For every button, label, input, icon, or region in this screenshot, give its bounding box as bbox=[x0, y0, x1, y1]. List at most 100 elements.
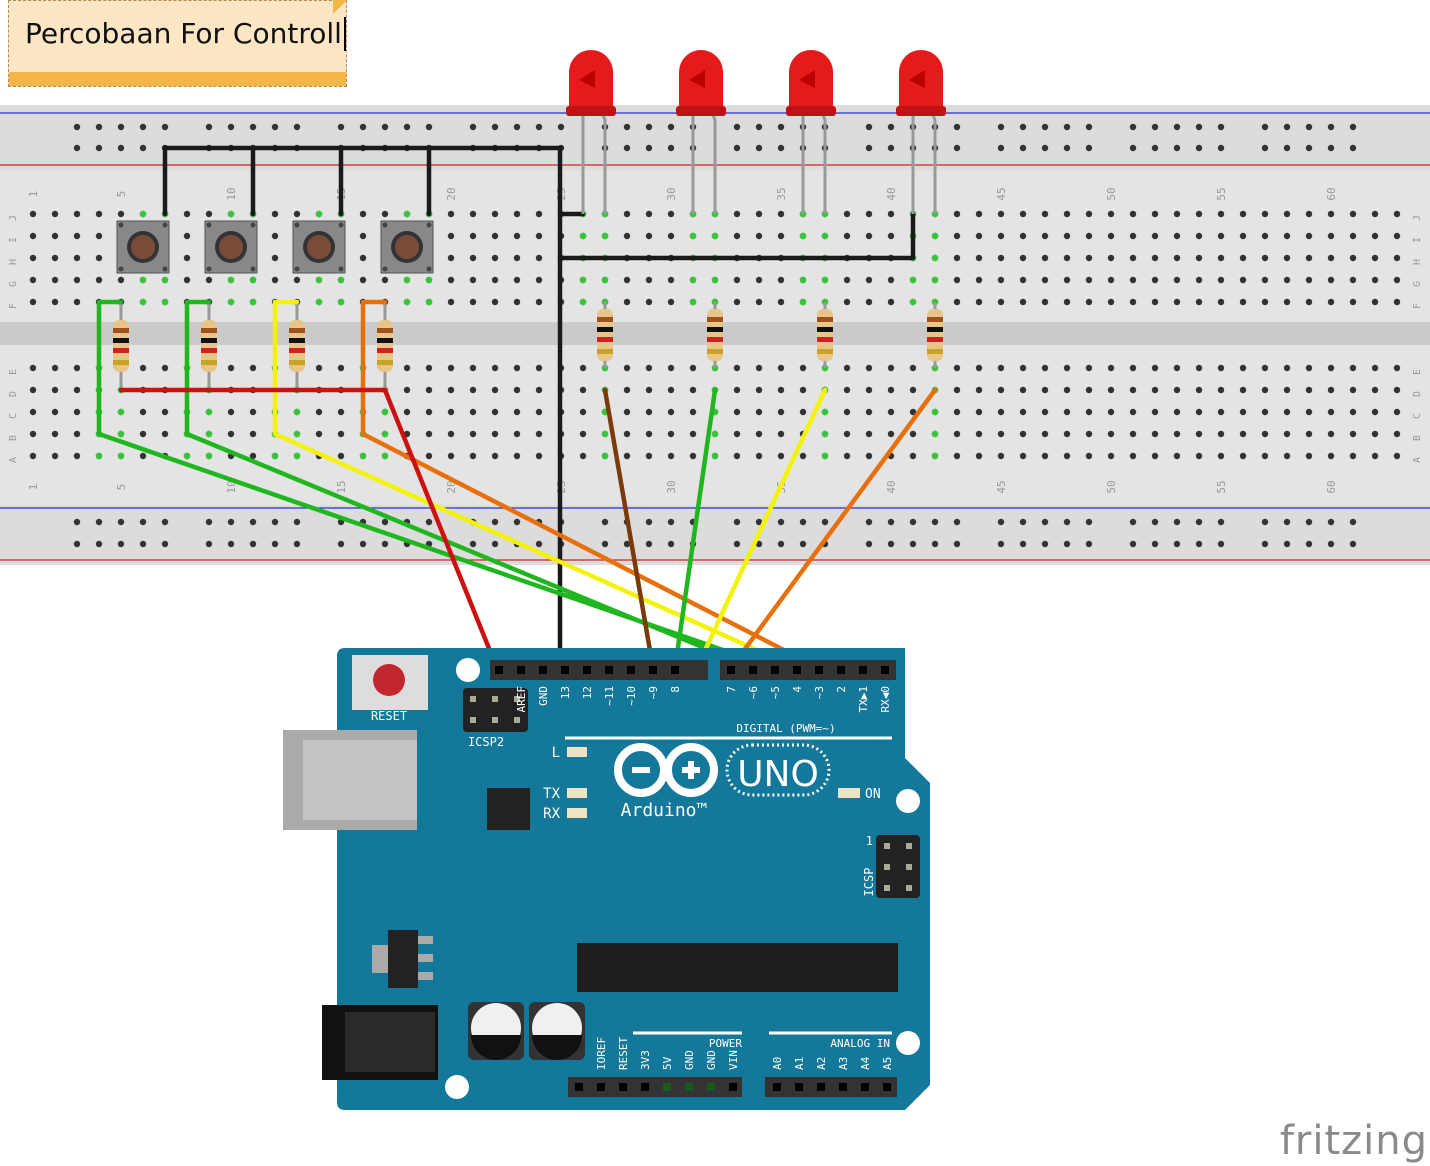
terminal-hole bbox=[1261, 276, 1269, 284]
wire-green-button1[interactable] bbox=[96, 299, 778, 671]
terminal-hole bbox=[623, 386, 631, 394]
power-pin bbox=[619, 1083, 627, 1091]
terminal-hole bbox=[865, 210, 873, 218]
digital-pin-label: ~6 bbox=[747, 686, 760, 699]
connected-hole bbox=[337, 276, 345, 284]
wire-green-led2[interactable] bbox=[672, 387, 718, 671]
terminal-hole bbox=[183, 254, 191, 262]
wire-brown-led1[interactable] bbox=[602, 387, 656, 671]
atmega-chip bbox=[577, 943, 898, 992]
digital-pin-label: ~9 bbox=[647, 686, 660, 699]
note-band bbox=[9, 72, 346, 86]
terminal-hole bbox=[1085, 232, 1093, 240]
terminal-hole bbox=[1041, 232, 1049, 240]
terminal-hole bbox=[1063, 408, 1071, 416]
rail-hole bbox=[293, 518, 301, 526]
resistor-band bbox=[201, 348, 217, 353]
column-number: 1 bbox=[27, 484, 40, 491]
terminal-hole bbox=[1327, 232, 1335, 240]
terminal-hole bbox=[271, 210, 279, 218]
rail-hole bbox=[1283, 518, 1291, 526]
connected-hole bbox=[425, 276, 433, 284]
digital-pin-label: 2 bbox=[835, 686, 848, 693]
connected-hole bbox=[227, 210, 235, 218]
terminal-hole bbox=[1107, 210, 1115, 218]
terminal-hole bbox=[425, 364, 433, 372]
push-button[interactable] bbox=[380, 220, 434, 274]
connected-hole bbox=[601, 276, 609, 284]
terminal-hole bbox=[1239, 364, 1247, 372]
digital-pin bbox=[539, 666, 547, 674]
push-button[interactable] bbox=[204, 220, 258, 274]
terminal-hole bbox=[29, 452, 37, 460]
push-button[interactable] bbox=[116, 220, 170, 274]
wire-orange-button4[interactable] bbox=[360, 299, 822, 671]
red-led bbox=[896, 50, 946, 214]
wire-black-led-gnd[interactable] bbox=[557, 211, 916, 261]
connected-hole bbox=[601, 452, 609, 460]
rail-hole bbox=[1151, 540, 1159, 548]
terminal-hole bbox=[843, 430, 851, 438]
icsp-pin bbox=[906, 885, 912, 891]
terminal-hole bbox=[755, 210, 763, 218]
terminal-hole bbox=[887, 210, 895, 218]
reset-button[interactable] bbox=[373, 664, 405, 696]
rail-hole bbox=[293, 123, 301, 131]
rail-hole bbox=[1173, 518, 1181, 526]
usb-chip bbox=[487, 788, 530, 830]
terminal-hole bbox=[975, 408, 983, 416]
rail-hole bbox=[1173, 123, 1181, 131]
button-corner bbox=[382, 222, 388, 228]
wire-red-5v[interactable] bbox=[118, 387, 520, 721]
analog-pin-label: A0 bbox=[771, 1057, 784, 1070]
terminal-hole bbox=[1063, 210, 1071, 218]
note-box[interactable]: Percobaan For Controll bbox=[8, 0, 347, 87]
led-die bbox=[579, 70, 595, 88]
rail-hole bbox=[1217, 518, 1225, 526]
resistor bbox=[113, 302, 129, 390]
wire-black-gnd[interactable] bbox=[162, 145, 563, 671]
terminal-hole bbox=[513, 430, 521, 438]
connected-hole bbox=[931, 408, 939, 416]
push-button[interactable] bbox=[292, 220, 346, 274]
mounting-hole bbox=[896, 1031, 920, 1055]
resistor-band bbox=[289, 338, 305, 343]
rail-hole bbox=[95, 518, 103, 526]
terminal-hole bbox=[1129, 276, 1137, 284]
terminal-hole bbox=[535, 232, 543, 240]
wire-orange-led4[interactable] bbox=[728, 387, 938, 671]
terminal-hole bbox=[975, 232, 983, 240]
terminal-hole bbox=[139, 364, 147, 372]
resistor bbox=[817, 302, 833, 368]
terminal-hole bbox=[535, 430, 543, 438]
column-number: 5 bbox=[115, 191, 128, 198]
resistor bbox=[927, 302, 943, 368]
resistor-band bbox=[817, 349, 833, 354]
connected-hole bbox=[711, 452, 719, 460]
terminal-hole bbox=[381, 276, 389, 284]
terminal-hole bbox=[73, 430, 81, 438]
note-text[interactable]: Percobaan For Controll bbox=[25, 17, 346, 51]
terminal-hole bbox=[469, 298, 477, 306]
terminal-hole bbox=[953, 254, 961, 262]
row-letter: H bbox=[8, 259, 19, 265]
row-letter: C bbox=[8, 413, 19, 419]
wire-yellow-button3[interactable] bbox=[272, 299, 800, 671]
terminal-hole bbox=[975, 386, 983, 394]
terminal-hole bbox=[51, 408, 59, 416]
wire-yellow-led3[interactable] bbox=[694, 387, 828, 671]
connected-hole bbox=[293, 408, 301, 416]
wire-green-button2[interactable] bbox=[184, 299, 756, 671]
terminal-hole bbox=[777, 210, 785, 218]
terminal-hole bbox=[645, 276, 653, 284]
terminal-hole bbox=[777, 364, 785, 372]
terminal-hole bbox=[975, 254, 983, 262]
terminal-hole bbox=[755, 430, 763, 438]
rail-hole bbox=[733, 144, 741, 152]
digital-header-left bbox=[490, 660, 708, 680]
digital-pin-label: ~5 bbox=[769, 686, 782, 699]
terminal-hole bbox=[161, 430, 169, 438]
terminal-hole bbox=[513, 210, 521, 218]
resistor bbox=[597, 302, 613, 368]
terminal-hole bbox=[755, 364, 763, 372]
